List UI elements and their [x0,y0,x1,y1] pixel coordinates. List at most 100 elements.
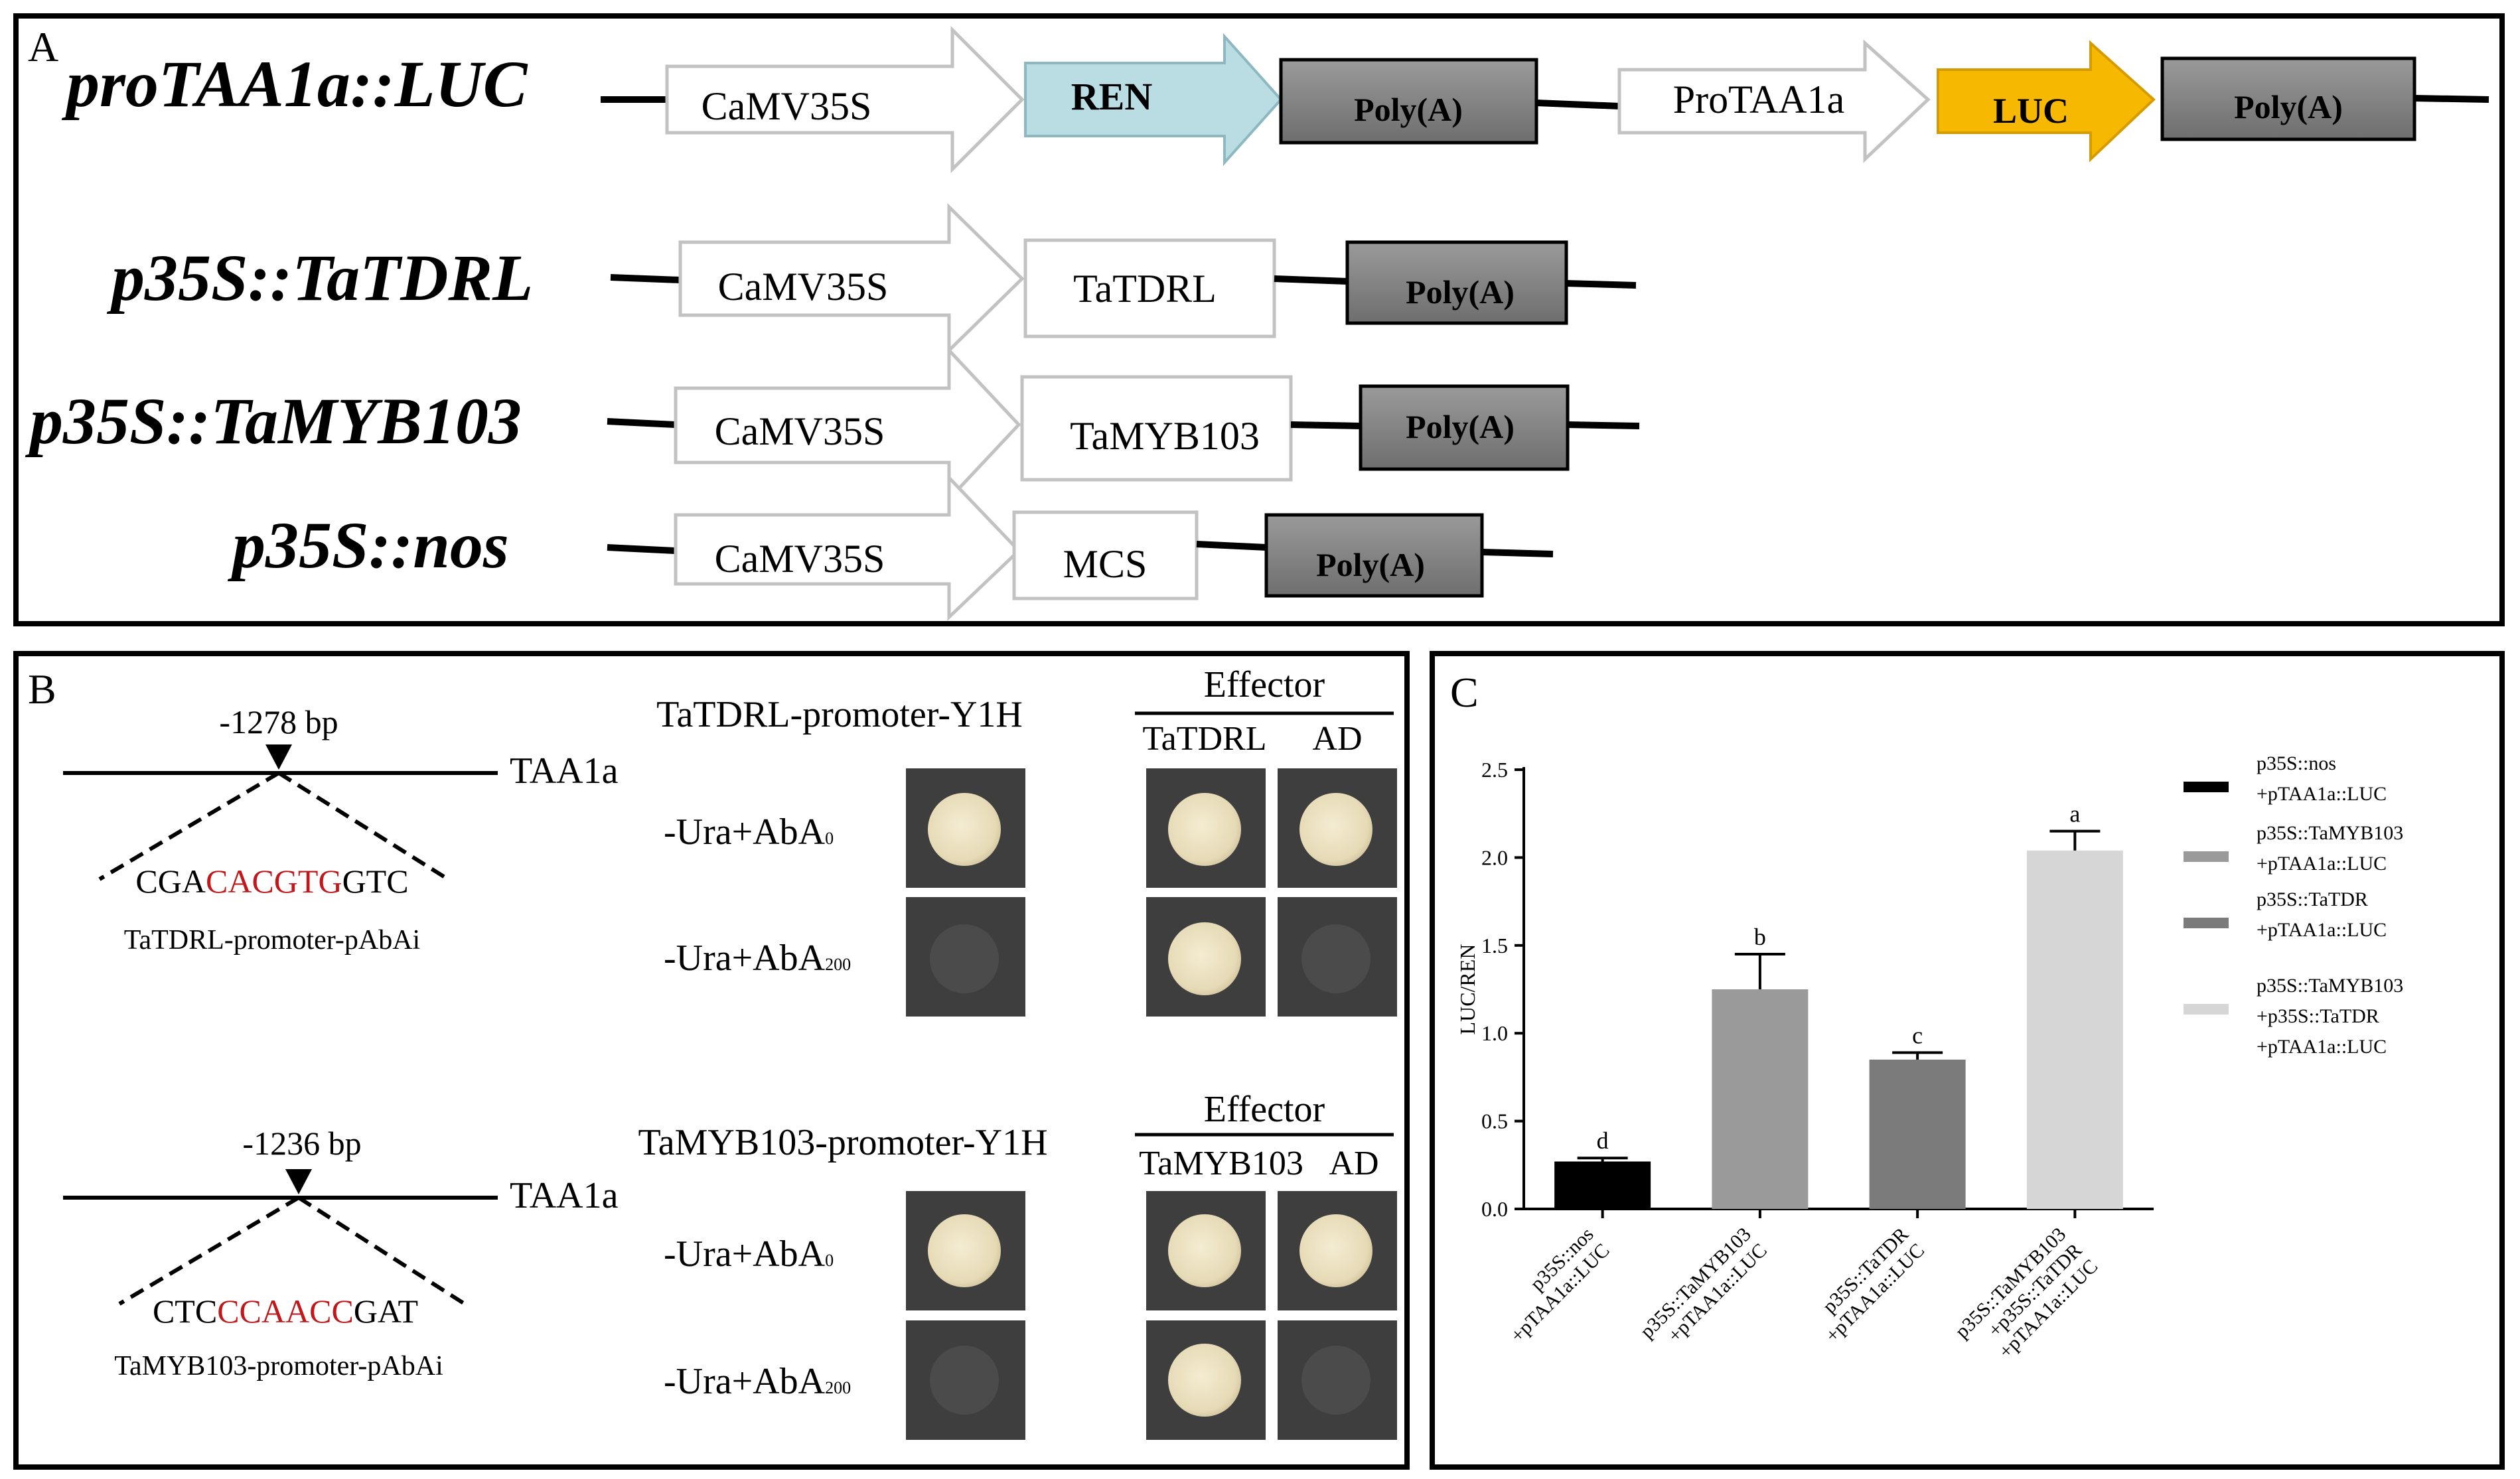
construct-protaa1a-luc: proTAA1a::LUC CaMV35S REN Poly(A) ProTAA… [61,25,2489,174]
backbone-line [607,418,676,428]
dashed-line [98,771,280,881]
construct-name: proTAA1a::LUC [61,47,528,121]
yeast-colony [928,793,1001,866]
legend-label: p35S::TaTDR+pTAA1a::LUC [2257,888,2387,941]
backbone-line [1274,275,1348,285]
binding-site-position: -1236 bp [242,1125,361,1162]
legend-label: p35S::nos+pTAA1a::LUC [2257,752,2387,805]
backbone-line [2414,95,2489,103]
terminator-box: Poly(A) [1264,513,1484,598]
svg-text:TaTDRL: TaTDRL [1073,267,1217,311]
svg-text:ProTAA1a: ProTAA1a [1673,78,1845,121]
triangle-marker-icon [285,1169,312,1194]
svg-text:Poly(A): Poly(A) [1406,273,1515,311]
legend-swatch [2184,1004,2229,1015]
promoter-arrow: CaMV35S [674,473,1021,621]
bar [2026,850,2123,1209]
triangle-marker-icon [265,744,292,770]
gene-label: TAA1a [510,750,619,792]
effector-label: Effector [1204,1089,1325,1130]
panel-b-letter: B [28,666,56,713]
svg-text:CaMV35S: CaMV35S [715,537,885,581]
svg-text:CaMV35S: CaMV35S [715,409,885,453]
bar [1869,1059,1966,1209]
backbone-line [1566,280,1637,289]
y1h-title: TaMYB103-promoter-Y1H [638,1122,1047,1163]
yeast-colony [928,1214,1001,1287]
yeast-colony [1299,793,1372,866]
medium-label: -Ura+AbA0 [664,811,834,853]
significance-letter: a [2069,801,2080,827]
significance-letter: d [1597,1127,1609,1154]
svg-text:Poly(A): Poly(A) [1316,546,1425,583]
panel-b: B -1278 bp TAA1a CGACACGTGGTC TaTDRL-pro… [13,651,1410,1470]
x-tick-label: p35S::TaMYB103+pTAA1a::LUC [1636,1224,1771,1359]
terminator-box: Poly(A) [1279,58,1538,145]
dashed-line [277,771,449,881]
medium-label: -Ura+AbA0 [664,1233,834,1275]
y-axis-label: LUC/REN [1455,944,1479,1035]
significance-letter: b [1754,924,1766,950]
construct-p35s-tatdrl: p35S::TaTDRL CaMV35S TaTDRL Poly(A) [106,203,1637,354]
backbone-line [610,274,681,283]
svg-text:CaMV35S: CaMV35S [702,84,872,128]
svg-text:MCS: MCS [1063,542,1148,586]
bar-chart: 0.00.51.01.52.02.5LUC/RENdp35S::nos+pTAA… [1455,758,2154,1375]
backbone-line [1481,549,1554,557]
effector-label: Effector [1204,664,1325,705]
y-tick-label: 0.0 [1481,1197,1508,1221]
binding-motif-sequence: CGACACGTGGTC [135,863,408,900]
terminator-box: Poly(A) [1345,240,1568,325]
gene-box: MCS [1012,510,1199,600]
plate-grid [906,768,1397,1017]
promoter-arrow: CaMV35S [674,346,1021,504]
svg-text:REN: REN [1071,75,1153,118]
svg-text:CaMV35S: CaMV35S [718,265,889,309]
dashed-line [118,1196,300,1306]
panel-b-frame [13,651,1410,1470]
yeast-colony [1168,1214,1241,1287]
backbone-line [1536,100,1620,109]
gene-box: TaMYB103 [1020,375,1293,482]
svg-text:Poly(A): Poly(A) [1406,408,1515,445]
panel-a-frame [13,13,2505,626]
y-tick-label: 0.5 [1481,1109,1508,1133]
y-tick-label: 1.0 [1481,1021,1508,1045]
construct-p35s-nos: p35S::nos CaMV35S MCS Poly(A) [227,473,1554,621]
legend-label: p35S::TaMYB103+p35S::TaTDR+pTAA1a::LUC [2257,975,2403,1058]
effector-column-label: TaMYB103 [1139,1145,1303,1182]
panel-c: C 0.00.51.01.52.02.5LUC/RENdp35S::nos+pT… [1430,651,2505,1470]
construct-p35s-tamyb103: p35S::TaMYB103 CaMV35S TaMYB103 Poly(A) [25,346,1640,504]
construct-name: p35S::nos [227,508,509,582]
svg-text:TaMYB103: TaMYB103 [1070,414,1260,458]
chart-legend: p35S::nos+pTAA1a::LUCp35S::TaMYB103+pTAA… [2184,752,2403,1058]
binding-site-position: -1278 bp [219,703,338,740]
promoter-arrow: CaMV35S [678,203,1025,354]
yeast-colony [1168,793,1241,866]
panel-c-letter: C [1450,669,1479,716]
legend-swatch [2184,918,2229,928]
promoter-schematic: -1236 bp TAA1a CTCCCAACCGAT TaMYB103-pro… [63,1125,619,1381]
bait-construct-label: TaTDRL-promoter-pAbAi [124,925,420,955]
reporter-arrow-luc: LUC [1937,40,2156,163]
x-tick-label: p35S::TaTDR+pTAA1a::LUC [1805,1224,1929,1347]
no-growth-spot [1301,924,1371,993]
gene-label: TAA1a [510,1175,619,1216]
promoter-schematic: -1278 bp TAA1a CGACACGTGGTC TaTDRL-promo… [63,703,619,955]
terminator-box: Poly(A) [2160,56,2416,141]
x-tick-label: p35S::nos+pTAA1a::LUC [1491,1224,1614,1347]
panel-a: A proTAA1a::LUC CaMV35S REN Poly(A) ProT… [13,13,2505,626]
legend-swatch [2184,851,2229,862]
x-tick-label: p35S::TaMYB103+p35S::TaTDR+pTAA1a::LUC [1951,1224,2103,1375]
gene-box: TaTDRL [1023,238,1276,338]
bait-construct-label: TaMYB103-promoter-pAbAi [114,1351,443,1381]
construct-name: p35S::TaMYB103 [25,384,522,458]
promoter-arrow: ProTAA1a [1617,39,1931,163]
terminator-box: Poly(A) [1359,384,1570,471]
yeast-colony [1168,922,1241,995]
plate-grid [906,1191,1397,1440]
svg-text:Poly(A): Poly(A) [2234,88,2343,125]
backbone-line [1567,421,1640,429]
effector-column-label: AD [1312,720,1362,758]
